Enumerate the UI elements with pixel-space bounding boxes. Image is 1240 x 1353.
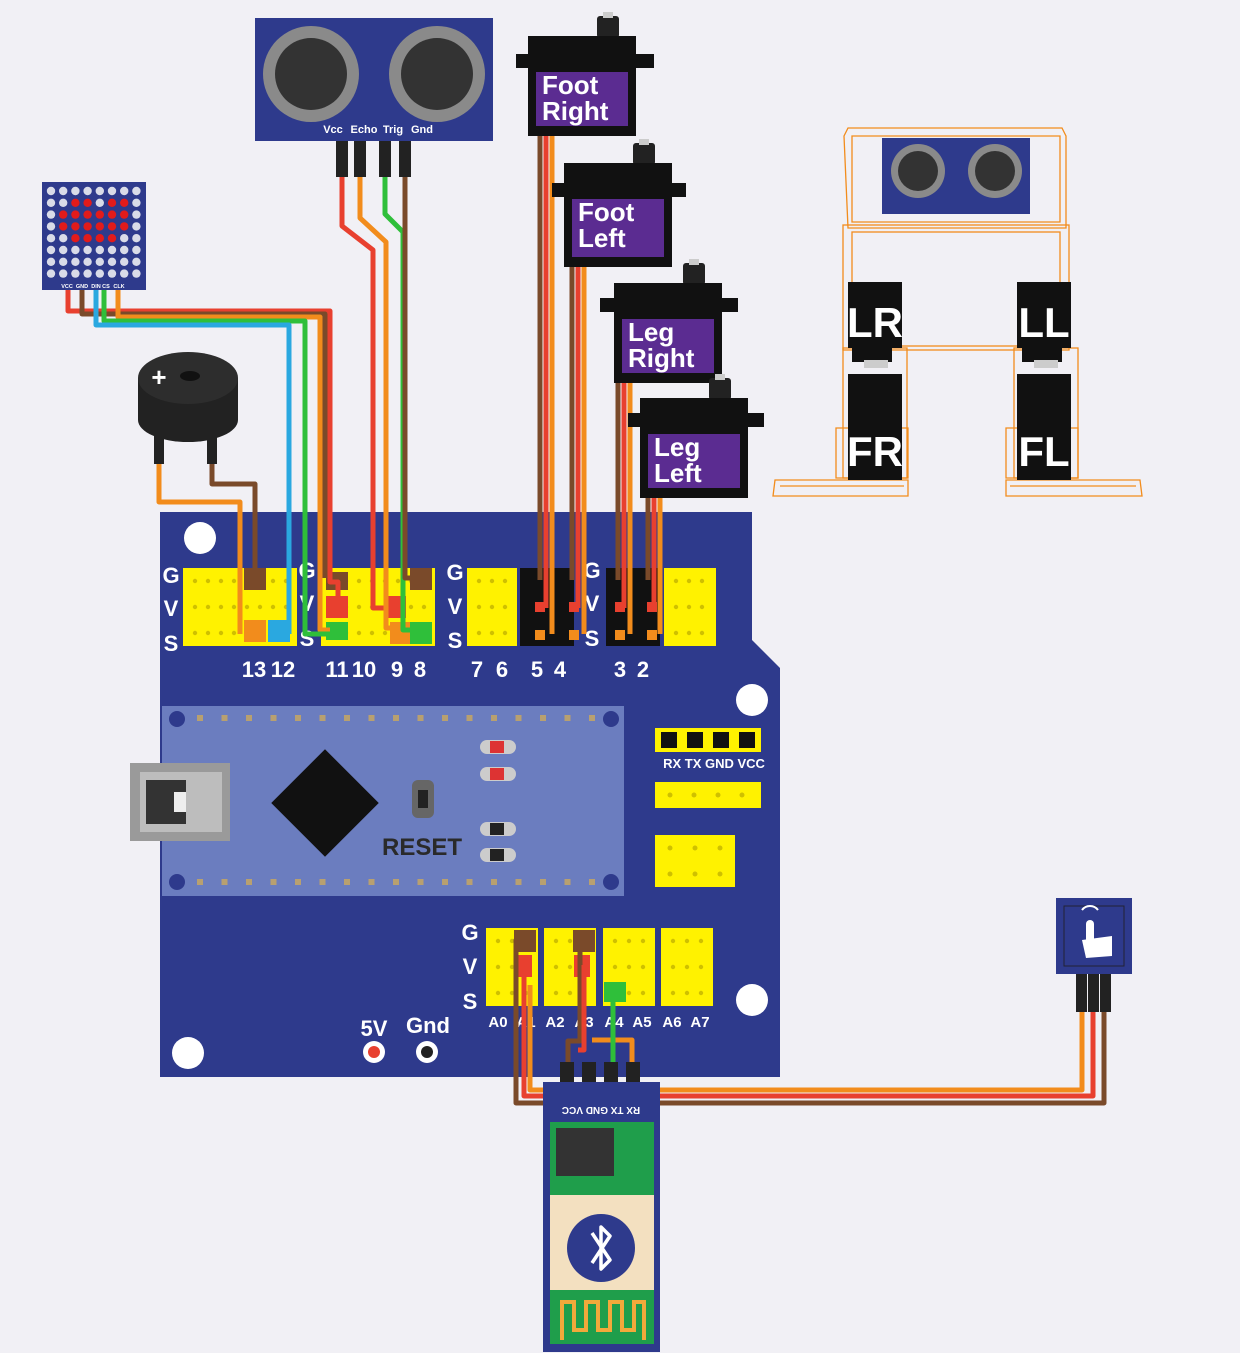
svg-text:S: S — [585, 626, 600, 651]
serial-header-label: RX TX GND VCC — [663, 756, 765, 771]
robot-label-fr: FR — [847, 428, 903, 475]
nano-board — [162, 706, 624, 896]
digital-pin-label: 11 — [325, 657, 348, 682]
nano-leds — [480, 740, 516, 862]
digital-pin-label: 7 — [471, 657, 483, 682]
digital-pin-label: 8 — [414, 657, 426, 682]
touch-sensor — [1056, 898, 1132, 1012]
touch-icon — [1081, 905, 1112, 958]
servo-label-line1: Foot — [578, 197, 635, 227]
digital-pin-label: 9 — [391, 657, 403, 682]
spare-header-dots — [667, 792, 745, 798]
nano-pin-row-top — [197, 715, 595, 721]
mount-hole — [184, 522, 216, 554]
servo-label-line2: Right — [542, 96, 609, 126]
robot-label-lr: LR — [847, 299, 903, 346]
svg-text:V: V — [164, 596, 179, 621]
matrix-pin-gnd: GND — [76, 284, 88, 290]
robot-label-ll: LL — [1018, 299, 1069, 346]
svg-text:G: G — [461, 920, 478, 945]
robot-frame: LR LL FR FL — [772, 127, 1143, 497]
reset-button-cap — [418, 790, 428, 808]
svg-text:V: V — [448, 594, 463, 619]
ultrasonic-pin-echo: Echo — [351, 124, 378, 136]
servo-label-line1: Leg — [654, 432, 700, 462]
svg-text:S: S — [463, 989, 478, 1014]
power-label-5v: 5V — [361, 1016, 388, 1041]
nano-corner-holes — [169, 711, 619, 890]
svg-text:S: S — [448, 628, 463, 653]
matrix-pin-vcc: VCC — [61, 284, 73, 290]
analog-pin-label: A7 — [690, 1014, 709, 1031]
digital-pin-label: 3 — [614, 657, 626, 682]
ultrasonic-pin-trig: Trig — [383, 124, 403, 136]
matrix-pin-cs: CS — [102, 284, 110, 290]
usb-icon — [130, 763, 230, 841]
digital-pin-label: 5 — [531, 657, 543, 682]
svg-text:V: V — [463, 954, 478, 979]
microcontroller-chip — [271, 749, 379, 857]
digital-pin-label: 13 — [242, 657, 266, 682]
svg-text:G: G — [446, 560, 463, 585]
analog-pin-headers — [486, 928, 713, 1006]
led-matrix: VCC GND DIN CS CLK — [42, 182, 146, 290]
buzzer-plus-symbol: + — [151, 362, 166, 392]
digital-pin-label: 4 — [554, 657, 567, 682]
analog-pin-label: A0 — [488, 1014, 507, 1031]
servo-label-line2: Left — [654, 458, 702, 488]
antenna-icon — [560, 1300, 646, 1340]
analog-pin-label: A6 — [662, 1014, 681, 1031]
digital-pin-label: 10 — [352, 657, 376, 682]
matrix-pin-din: DIN — [91, 284, 101, 290]
servo-label-line1: Foot — [542, 70, 599, 100]
mount-hole — [736, 984, 768, 1016]
mount-hole — [172, 1037, 204, 1069]
ultrasonic-sensor: Vcc Echo Trig Gnd — [255, 18, 493, 177]
svg-text:V: V — [585, 591, 600, 616]
svg-text:S: S — [164, 631, 179, 656]
serial-header-pins — [661, 732, 755, 748]
bluetooth-pin-labels: RX TX GND VCC — [562, 1104, 640, 1115]
servo-label-line2: Left — [578, 223, 626, 253]
servo-label-line1: Leg — [628, 317, 674, 347]
svg-text:G: G — [583, 558, 600, 583]
servo-label-line2: Right — [628, 343, 695, 373]
svg-text:G: G — [162, 563, 179, 588]
analog-pin-label: A5 — [632, 1014, 651, 1031]
icsp-header — [655, 835, 735, 887]
robot-label-fl: FL — [1018, 428, 1069, 475]
digital-pin-label: 6 — [496, 657, 508, 682]
wires — [65, 135, 1107, 1106]
power-label-gnd: Gnd — [406, 1013, 450, 1038]
analog-pin-label: A2 — [545, 1014, 564, 1031]
icsp-header-dots — [667, 845, 723, 877]
matrix-pin-clk: CLK — [113, 284, 124, 290]
buzzer: + — [138, 352, 238, 464]
bluetooth-icon — [567, 1214, 635, 1282]
mount-hole — [736, 684, 768, 716]
reset-label: RESET — [382, 834, 462, 861]
ultrasonic-pin-vcc: Vcc — [323, 124, 343, 136]
digital-pin-label: 12 — [271, 657, 295, 682]
ultrasonic-pin-gnd: Gnd — [411, 124, 433, 136]
nano-pin-row-bottom — [197, 879, 595, 885]
digital-pin-label: 2 — [637, 657, 649, 682]
bluetooth-module: RX TX GND VCC — [543, 1062, 660, 1352]
